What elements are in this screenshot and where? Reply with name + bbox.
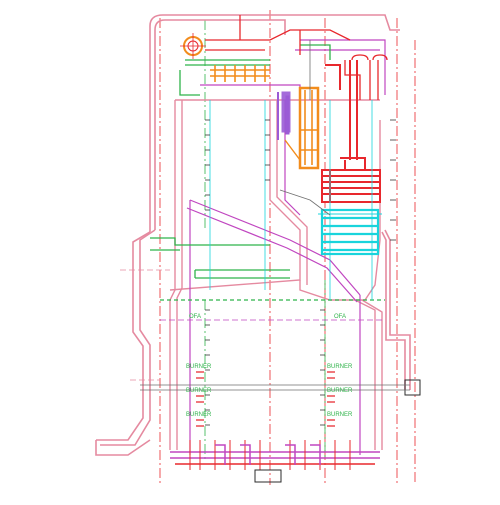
labels: OFA OFA BURNER BURNER BURNER BURNER BURN…	[186, 314, 353, 418]
top-pipework	[205, 15, 388, 100]
bottom-headers	[170, 440, 380, 483]
furnace-wall	[169, 99, 383, 450]
wall-ticks	[205, 119, 396, 426]
ofa-label-left: OFA	[189, 314, 201, 320]
superheater-orange	[210, 65, 320, 170]
side-dashed-lines	[120, 269, 385, 381]
burner-label-right-1: BURNER	[327, 364, 353, 370]
burner-label-left-1: BURNER	[186, 364, 212, 370]
burner-label-right-3: BURNER	[327, 412, 353, 418]
cyan-guide-lines	[209, 100, 373, 300]
burner-ticks	[196, 371, 335, 427]
structural-lines	[140, 40, 410, 391]
burner-label-right-2: BURNER	[327, 388, 353, 394]
steam-drum	[180, 33, 206, 59]
hopper-lines	[186, 39, 386, 455]
waterwall-pipes	[150, 44, 385, 301]
ofa-label-right: OFA	[334, 314, 346, 320]
rear-pass-purple	[277, 91, 291, 140]
burner-label-left-2: BURNER	[186, 388, 212, 394]
burner-label-left-3: BURNER	[186, 412, 212, 418]
economizer-cyan	[318, 208, 382, 256]
reheater-red	[321, 60, 381, 203]
